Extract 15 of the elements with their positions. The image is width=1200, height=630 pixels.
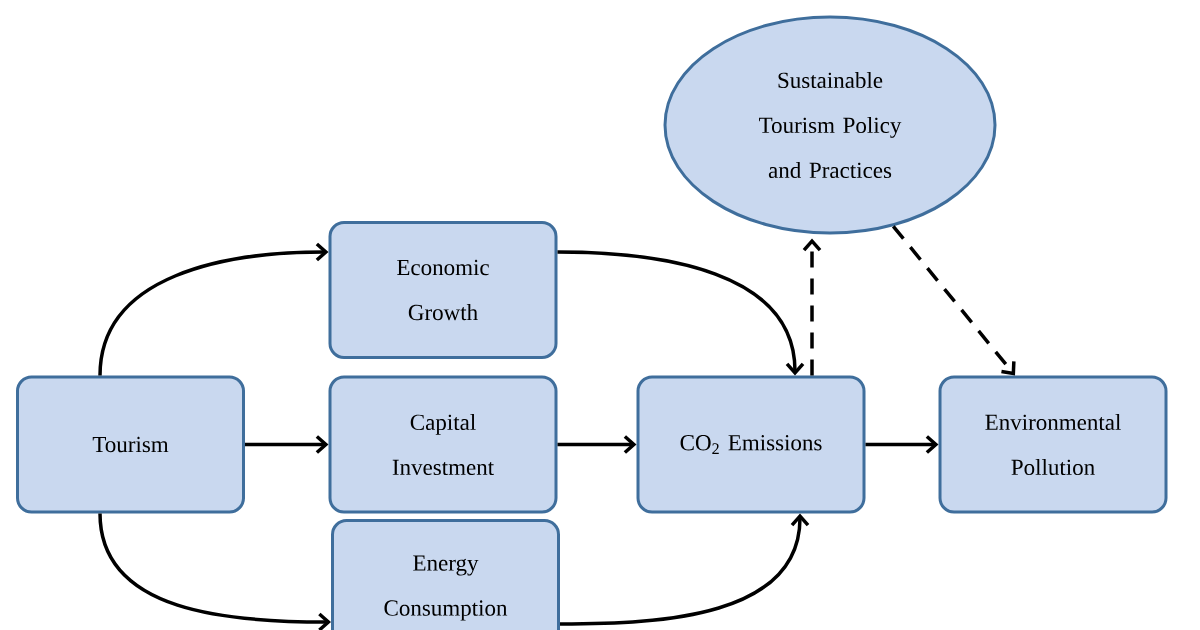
arrow — [802, 238, 822, 376]
process-box: Capital Investment — [328, 375, 558, 514]
process-box: Tourism — [16, 375, 245, 514]
arrow — [557, 250, 805, 376]
arrow — [245, 435, 329, 454]
process-box: Economic Growth — [328, 221, 558, 359]
process-box: CO$_{2}$ Emissions — [636, 375, 866, 514]
process-box: Environmental Pollution — [938, 375, 1168, 514]
arrow — [98, 513, 331, 630]
process-box: Energy Consumption — [331, 519, 560, 630]
arrow — [557, 435, 637, 454]
arrow — [891, 225, 1016, 376]
arrow — [98, 242, 329, 376]
arrow — [865, 435, 939, 454]
arrow — [560, 513, 810, 626]
